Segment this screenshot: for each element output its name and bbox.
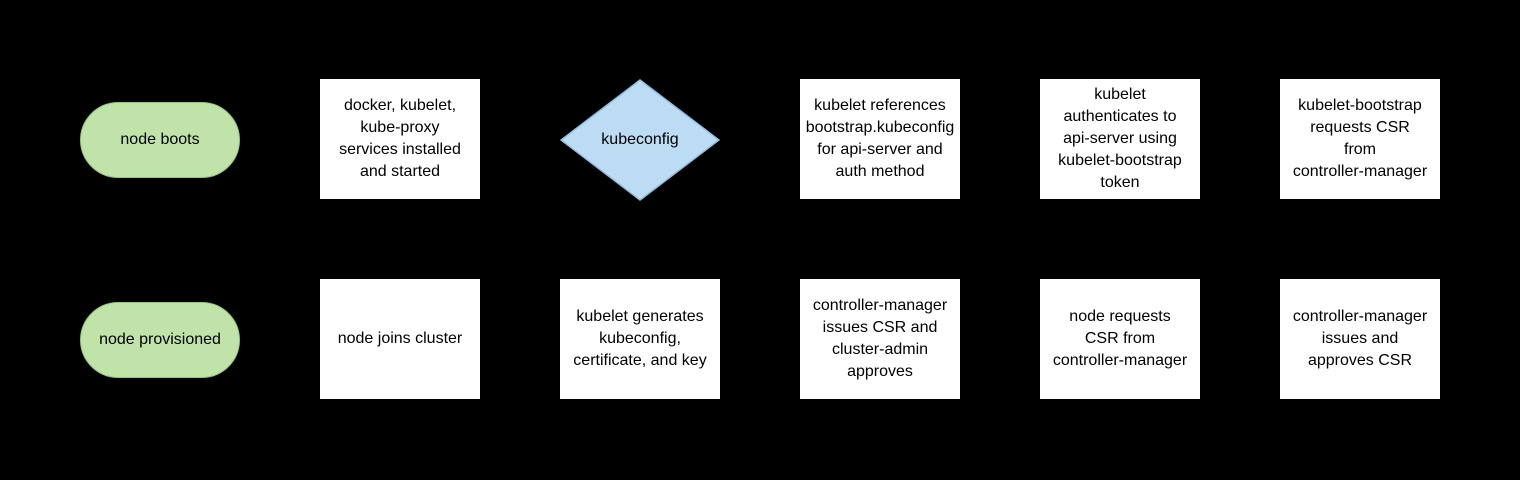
flow-node-kubelet-authenticates: kubelet authenticates to api-server usin… (1040, 79, 1200, 199)
flow-node-kubelet-generates: kubelet generates kubeconfig, certificat… (560, 279, 720, 399)
flow-node-cm-issues-admin-approves: controller-manager issues CSR and cluste… (800, 279, 960, 399)
flow-node-node-joins-cluster: node joins cluster (320, 279, 480, 399)
flow-node-cm-issues-and-approves: controller-manager issues and approves C… (1280, 279, 1440, 399)
flow-node-kubelet-references: kubelet references bootstrap.kubeconfig … (800, 79, 960, 199)
flow-node-kubelet-bootstrap-requests-csr: kubelet-bootstrap requests CSR from cont… (1280, 79, 1440, 199)
decision-diamond-label: kubeconfig (601, 131, 679, 148)
flow-node-node-boots: node boots (80, 102, 240, 178)
decision-diamond-shape (560, 79, 720, 201)
flow-node-services-installed: docker, kubelet, kube-proxy services ins… (320, 79, 480, 199)
flow-node-node-provisioned: node provisioned (80, 302, 240, 378)
flow-node-node-requests-csr: node requests CSR from controller-manage… (1040, 279, 1200, 399)
flow-node-kubeconfig-decision: kubeconfig (560, 79, 720, 201)
